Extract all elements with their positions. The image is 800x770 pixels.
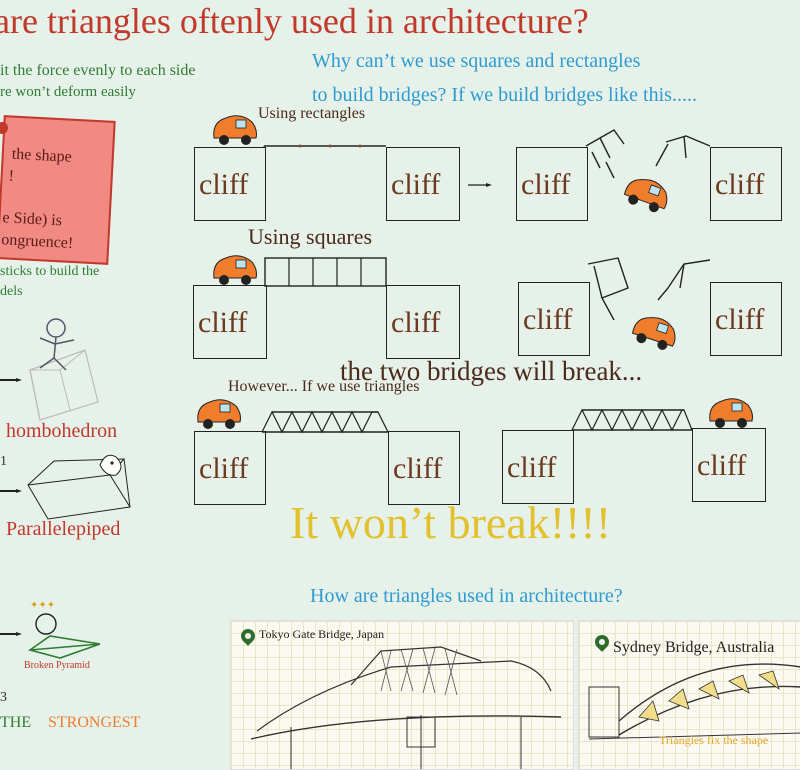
question-line-2: to build bridges? If we build bridges li… — [312, 84, 697, 106]
car-icon — [213, 115, 257, 145]
broken-bridge — [587, 257, 711, 321]
question-line-1: Why can’t we use squares and rectangles — [312, 50, 641, 72]
rhombohedron-illustration — [0, 318, 99, 421]
cliff-box: cliff — [386, 147, 460, 221]
broken-pyramid-illustration: ✦✦✦ — [0, 600, 101, 659]
sticks-line-1: sticks to build the — [0, 264, 100, 279]
broken-pyramid-label: Broken Pyramid — [24, 660, 90, 671]
car-icon — [631, 317, 676, 350]
sydney-card: Sydney Bridge, Australia Triangles fix t… — [578, 620, 800, 770]
cliff-box: cliff — [194, 431, 266, 505]
tokyo-label: Tokyo Gate Bridge, Japan — [259, 627, 385, 641]
left-line-1: it the force evenly to each side — [0, 62, 196, 79]
cliff-box: cliff — [388, 431, 460, 505]
cliff-box: cliff — [518, 282, 590, 356]
note-line-4: ongruence! — [0, 231, 74, 252]
cliff-box: cliff — [502, 430, 574, 504]
note-line-1: the shape — [11, 145, 73, 166]
cliff-box: cliff — [710, 282, 782, 356]
rectangle-bridge — [263, 144, 386, 148]
cliff-box: cliff — [386, 285, 460, 359]
sydney-bridge-illustration — [588, 663, 800, 740]
truss-bridge — [261, 410, 389, 434]
label-rectangles: Using rectangles — [258, 105, 366, 122]
left-line-2: re won’t deform easily — [0, 84, 136, 100]
cliff-box: cliff — [194, 147, 266, 221]
sydney-caption: Triangles fix the shape — [659, 733, 769, 747]
svg-text:✦✦✦: ✦✦✦ — [30, 600, 55, 611]
number-1: 1 — [0, 454, 7, 469]
sydney-label: Sydney Bridge, Australia — [613, 639, 775, 656]
broken-bridge — [585, 129, 711, 179]
arrow-icon — [468, 183, 492, 187]
truss-bridge — [571, 408, 693, 432]
cliff-box: cliff — [193, 285, 267, 359]
number-3: 3 — [0, 690, 7, 705]
label-squares: Using squares — [248, 224, 373, 249]
tokyo-card: Tokyo Gate Bridge, Japan — [230, 620, 574, 770]
rhombohedron-label: hombohedron — [6, 420, 118, 442]
label-break: the two bridges will break... — [340, 356, 643, 386]
car-icon — [623, 179, 668, 213]
parallelepiped-illustration — [0, 454, 131, 520]
label-however: However... If we use triangles — [228, 378, 420, 395]
car-icon — [709, 398, 753, 428]
car-icon — [213, 255, 257, 285]
note-line-2: ! — [8, 167, 15, 185]
pin-icon — [0, 122, 8, 134]
sticks-line-2: dels — [0, 284, 23, 299]
label-how: How are triangles used in architecture? — [310, 585, 623, 607]
note-line-3: e Side) is — [2, 209, 63, 230]
page-title: are triangles oftenly used in architectu… — [0, 1, 589, 41]
sticky-note: the shape ! e Side) is ongruence! — [0, 115, 116, 265]
the-label: THE — [0, 714, 32, 731]
square-bridge — [264, 257, 387, 287]
cliff-box: cliff — [516, 147, 588, 221]
label-wont-break: It won’t break!!!! — [290, 497, 612, 548]
car-icon — [197, 399, 241, 429]
cliff-box: cliff — [710, 147, 782, 221]
parallelepiped-label: Parallelepiped — [6, 518, 121, 540]
tokyo-bridge-illustration — [250, 646, 562, 769]
cliff-box: cliff — [692, 428, 766, 502]
strongest-label: STRONGEST — [48, 714, 141, 731]
